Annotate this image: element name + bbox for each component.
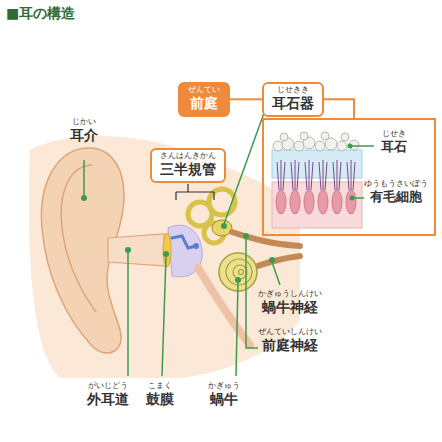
otolith <box>341 133 349 141</box>
furigana: ぜんていしんけい <box>258 328 322 337</box>
otolith <box>337 141 347 151</box>
otolith <box>273 141 283 151</box>
leader-lines <box>84 113 374 376</box>
furigana: じせきき <box>272 86 314 95</box>
leader-line <box>224 113 264 224</box>
leader-line <box>236 282 238 376</box>
node-label: 前庭 <box>188 95 220 112</box>
ossicles <box>172 236 196 248</box>
furigana: ゆうもうさいぼう <box>364 180 428 189</box>
head-skin <box>29 136 300 378</box>
otolith <box>321 132 329 140</box>
leader-dot <box>235 277 241 283</box>
part-label: 蝸牛 <box>210 391 238 408</box>
furigana: こまく <box>148 382 172 391</box>
connector-line <box>324 99 354 118</box>
otolith-organ-box: じせきき耳石器 <box>262 82 324 117</box>
part-label: 鼓膜 <box>146 391 174 408</box>
diagram-title: ■耳の構造 <box>6 5 75 23</box>
otolith <box>294 141 304 151</box>
hair-cell <box>346 190 356 214</box>
hair-bundle <box>305 160 313 190</box>
leader-dot <box>221 223 227 229</box>
otolith <box>300 132 308 140</box>
cochlear-nerve <box>252 256 300 268</box>
hair-bundle <box>291 160 299 190</box>
canal-bracket <box>176 184 214 200</box>
leader-dots <box>81 144 355 284</box>
hair-cell <box>318 190 328 214</box>
hair-bundle <box>319 160 327 190</box>
furigana: がいじどう <box>88 382 128 391</box>
hair-bundle <box>277 160 285 190</box>
leader-line <box>350 145 374 147</box>
part-label: 耳介 <box>70 127 98 144</box>
otolith <box>315 141 325 151</box>
semicircular-canal-box: さんはんきかん三半規管 <box>150 148 226 183</box>
node-label: 耳石 <box>381 139 407 155</box>
semicircular-canal <box>209 189 235 215</box>
leader-dot <box>348 144 353 149</box>
part-label: 外耳道 <box>87 391 129 408</box>
furigana: かぎゅう <box>208 382 240 391</box>
otolith <box>280 133 288 141</box>
leader-line <box>83 160 85 196</box>
hair-cell <box>290 190 300 214</box>
leader-line <box>127 252 129 376</box>
pinna-fold <box>61 165 96 312</box>
furigana: ぜんてい <box>188 86 220 95</box>
node-label: 耳石器 <box>272 95 314 112</box>
hair-cell <box>332 190 342 214</box>
furigana: じせき <box>382 130 406 139</box>
bracket <box>176 184 214 200</box>
hair-bundle <box>347 160 355 190</box>
hair-cell <box>304 190 314 214</box>
leader-line <box>246 237 258 348</box>
hair-bundle <box>333 160 341 190</box>
otoliths <box>273 132 359 151</box>
hair-cell <box>276 190 286 214</box>
leader-dot <box>350 196 355 201</box>
leader-line <box>272 262 280 285</box>
leader-dot <box>125 247 131 253</box>
otolith-membrane <box>272 150 362 178</box>
leader-dot <box>269 257 275 263</box>
furigana: じかい <box>72 118 96 127</box>
node-label: 三半規管 <box>160 161 216 178</box>
part-label: 蝸牛神経 <box>262 299 318 316</box>
node-label: 有毛細胞 <box>370 189 422 205</box>
cochlea-turn <box>233 265 247 279</box>
furigana: かぎゅうしんけい <box>258 290 322 299</box>
leader-dot <box>243 233 249 239</box>
leader-line <box>162 256 166 376</box>
ear-canal <box>108 234 166 266</box>
hair-bundles <box>277 160 355 190</box>
connector-line <box>230 98 262 100</box>
otolith-inset-frame: じせき耳石ゆうもうさいぼう有毛細胞 <box>262 118 436 236</box>
leader-dot <box>163 251 169 257</box>
cochlea-turn <box>239 270 244 275</box>
ossicle-stapes <box>193 243 199 249</box>
furigana: さんはんきかん <box>160 152 216 161</box>
vestibule <box>212 220 232 236</box>
hair-cells <box>276 190 356 214</box>
part-label: 前庭神経 <box>262 337 318 354</box>
cochlea-turn <box>226 259 252 285</box>
leader-dot <box>81 195 87 201</box>
vestibule-box: ぜんてい前庭 <box>178 82 230 117</box>
eardrum <box>163 233 171 267</box>
